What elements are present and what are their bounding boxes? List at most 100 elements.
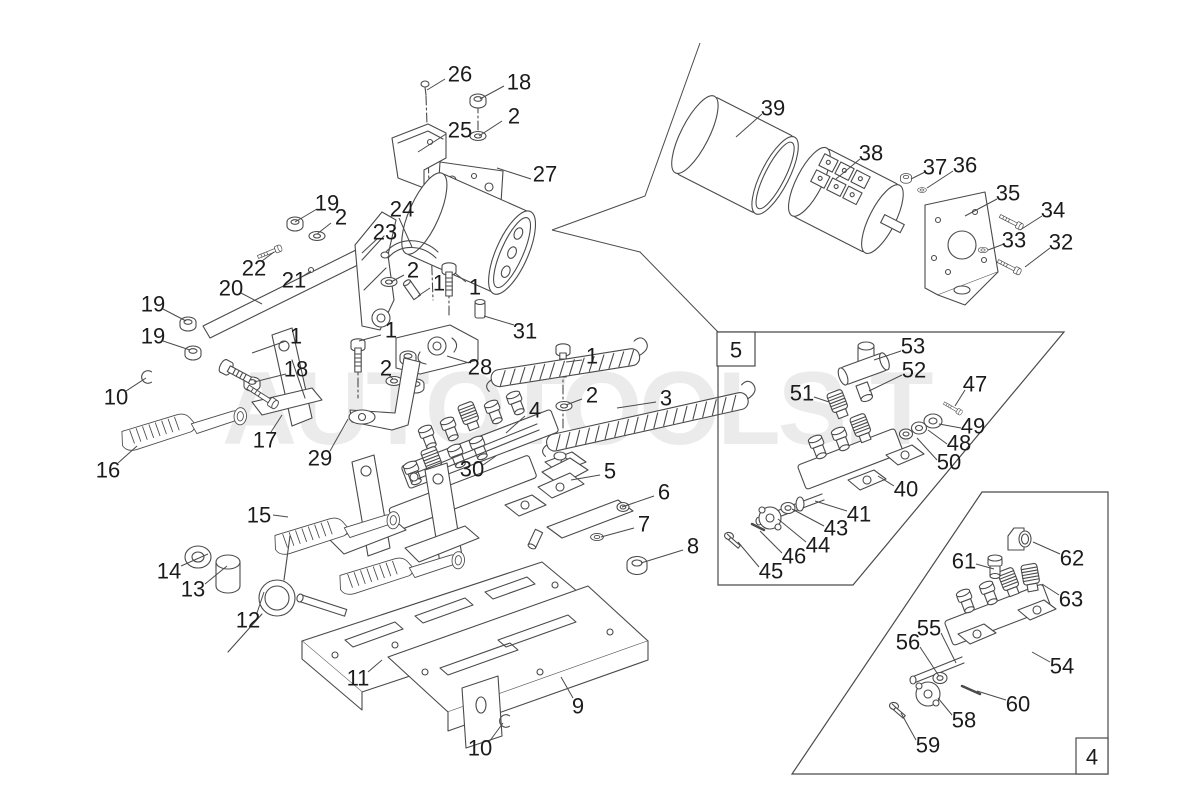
leader-line bbox=[926, 170, 954, 189]
part-number-label: 62 bbox=[1060, 546, 1084, 571]
leader-line bbox=[735, 113, 763, 138]
leader-line bbox=[1041, 583, 1060, 596]
leader-line bbox=[1019, 215, 1043, 231]
leader-line bbox=[483, 315, 515, 326]
part-number-label: 1 bbox=[469, 275, 481, 300]
part-number-label: 43 bbox=[824, 516, 848, 541]
leader-line bbox=[877, 475, 895, 487]
part-number-label: 13 bbox=[181, 577, 205, 602]
switch-38-drawing bbox=[788, 146, 905, 254]
bolt-32-drawing bbox=[996, 257, 1023, 276]
part-number-label: 1 bbox=[385, 318, 397, 343]
part-number-label: 34 bbox=[1041, 198, 1065, 223]
leader-line bbox=[791, 508, 825, 527]
manifold-40-drawing bbox=[797, 412, 925, 491]
leader-line bbox=[446, 355, 470, 364]
part-number-label: 2 bbox=[586, 383, 598, 408]
leader-line bbox=[316, 222, 332, 235]
support-bracket-16-drawing bbox=[251, 327, 323, 427]
part-number-label: 46 bbox=[782, 544, 806, 569]
part-number-label: 2 bbox=[407, 258, 419, 283]
manifold-54-drawing bbox=[944, 566, 1057, 646]
leader-line bbox=[387, 373, 394, 380]
leader-line bbox=[302, 270, 312, 277]
bolt-1-drawing bbox=[216, 357, 254, 387]
nut-18-drawing bbox=[469, 93, 487, 109]
leader-line bbox=[361, 238, 378, 254]
leader-line bbox=[390, 274, 405, 283]
part-number-label: 38 bbox=[859, 141, 883, 166]
leader-line bbox=[570, 474, 601, 481]
inset-box-number: 4 bbox=[1086, 745, 1098, 770]
leader-line bbox=[565, 359, 583, 363]
part-number-label: 45 bbox=[759, 559, 783, 584]
leader-line bbox=[916, 437, 938, 461]
leader-line bbox=[954, 389, 966, 407]
part-number-label: 28 bbox=[468, 355, 492, 380]
leader-line bbox=[868, 374, 903, 392]
leader-line bbox=[294, 208, 318, 223]
hanger-bracket-drawing bbox=[329, 454, 407, 557]
nut-19-drawing bbox=[184, 345, 202, 361]
pin-46-drawing bbox=[750, 522, 766, 532]
part-number-label: 4 bbox=[529, 398, 541, 423]
leader-line bbox=[1032, 541, 1061, 555]
nut-37-drawing bbox=[900, 173, 912, 184]
leader-line bbox=[398, 217, 413, 248]
washer-33-drawing bbox=[977, 246, 989, 254]
part-number-label: 49 bbox=[961, 414, 985, 439]
leader-line bbox=[616, 401, 657, 409]
leader-line bbox=[180, 553, 209, 567]
leader-line bbox=[329, 418, 349, 452]
part-number-label: 53 bbox=[901, 334, 925, 359]
leader-line bbox=[777, 518, 807, 543]
part-number-label: 1 bbox=[586, 344, 598, 369]
part-number-label: 18 bbox=[507, 70, 531, 95]
inset-boxes: 54 bbox=[716, 331, 1109, 775]
leader-line bbox=[426, 78, 446, 91]
part-number-label: 47 bbox=[963, 372, 987, 397]
leader-line bbox=[270, 414, 283, 433]
leader-line bbox=[253, 373, 287, 383]
part-number-label: 23 bbox=[373, 220, 397, 245]
screw-59-drawing bbox=[886, 701, 908, 720]
cam-58-drawing bbox=[915, 681, 941, 707]
leader-line bbox=[1024, 247, 1051, 268]
part-number-label: 55 bbox=[917, 616, 941, 641]
spring-3-drawing bbox=[542, 380, 756, 457]
part-number-label: 60 bbox=[1006, 692, 1030, 717]
brake-cylinder-27-drawing bbox=[401, 172, 537, 295]
leader-line bbox=[900, 712, 917, 741]
inset-box-label-square bbox=[1075, 737, 1109, 775]
part-number-label: 7 bbox=[638, 512, 650, 537]
part-number-label: 26 bbox=[448, 62, 472, 87]
part-number-label: 19 bbox=[141, 292, 165, 317]
magnifier-wedge-lines bbox=[551, 42, 719, 333]
cam-44-drawing bbox=[758, 506, 782, 531]
screw-45-drawing bbox=[721, 531, 743, 550]
spacer-1-drawing bbox=[402, 279, 421, 301]
leader-line bbox=[204, 565, 228, 585]
part-number-label: 56 bbox=[896, 630, 920, 655]
part-number-label: 15 bbox=[247, 503, 271, 528]
part-number-label: 6 bbox=[658, 480, 670, 505]
leader-line bbox=[256, 591, 265, 614]
leader-line bbox=[813, 396, 830, 403]
cover-39-drawing bbox=[671, 95, 799, 215]
part-number-label: 19 bbox=[315, 191, 339, 216]
part-number-label: 22 bbox=[242, 256, 266, 281]
washer-2-drawing bbox=[380, 276, 398, 288]
magnifier-line bbox=[551, 42, 701, 231]
elbow-62-drawing bbox=[1007, 527, 1032, 551]
leader-line bbox=[987, 243, 1005, 251]
part-number-label: 40 bbox=[894, 477, 918, 502]
part-number-label: 39 bbox=[761, 96, 785, 121]
part-number-label: 59 bbox=[916, 733, 940, 758]
t-fitting-52-53-drawing bbox=[837, 341, 890, 403]
part-number-label: 48 bbox=[947, 431, 971, 456]
plug-51-drawing bbox=[825, 388, 852, 421]
part-number-label: 8 bbox=[687, 534, 699, 559]
part-number-label: 20 bbox=[219, 276, 243, 301]
